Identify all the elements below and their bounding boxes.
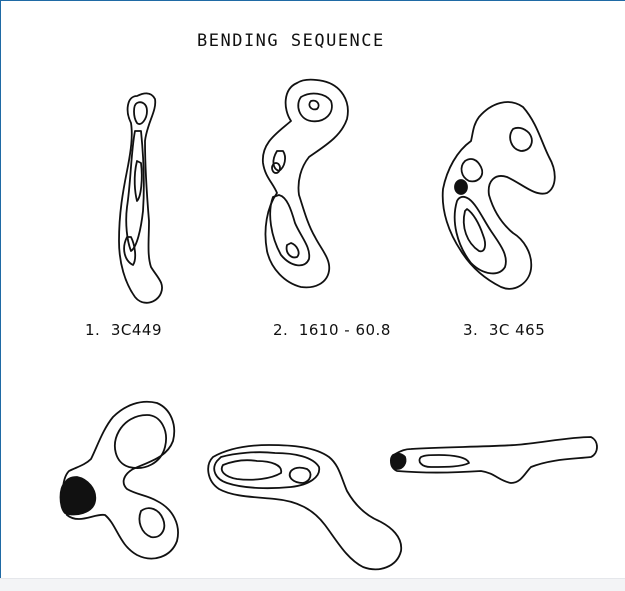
source-4-contours (61, 402, 179, 559)
source-2-contours (263, 80, 348, 288)
caption-3c465: 3. 3C 465 (463, 321, 545, 339)
source-3-contours (443, 102, 555, 289)
source-5-contours (208, 445, 401, 569)
bottom-margin (0, 578, 625, 591)
source-1-contours (119, 93, 162, 302)
caption-3c449: 1. 3C449 (85, 321, 162, 339)
caption-1610-60-8: 2. 1610 - 60.8 (273, 321, 391, 339)
source-6-contours (391, 437, 597, 483)
